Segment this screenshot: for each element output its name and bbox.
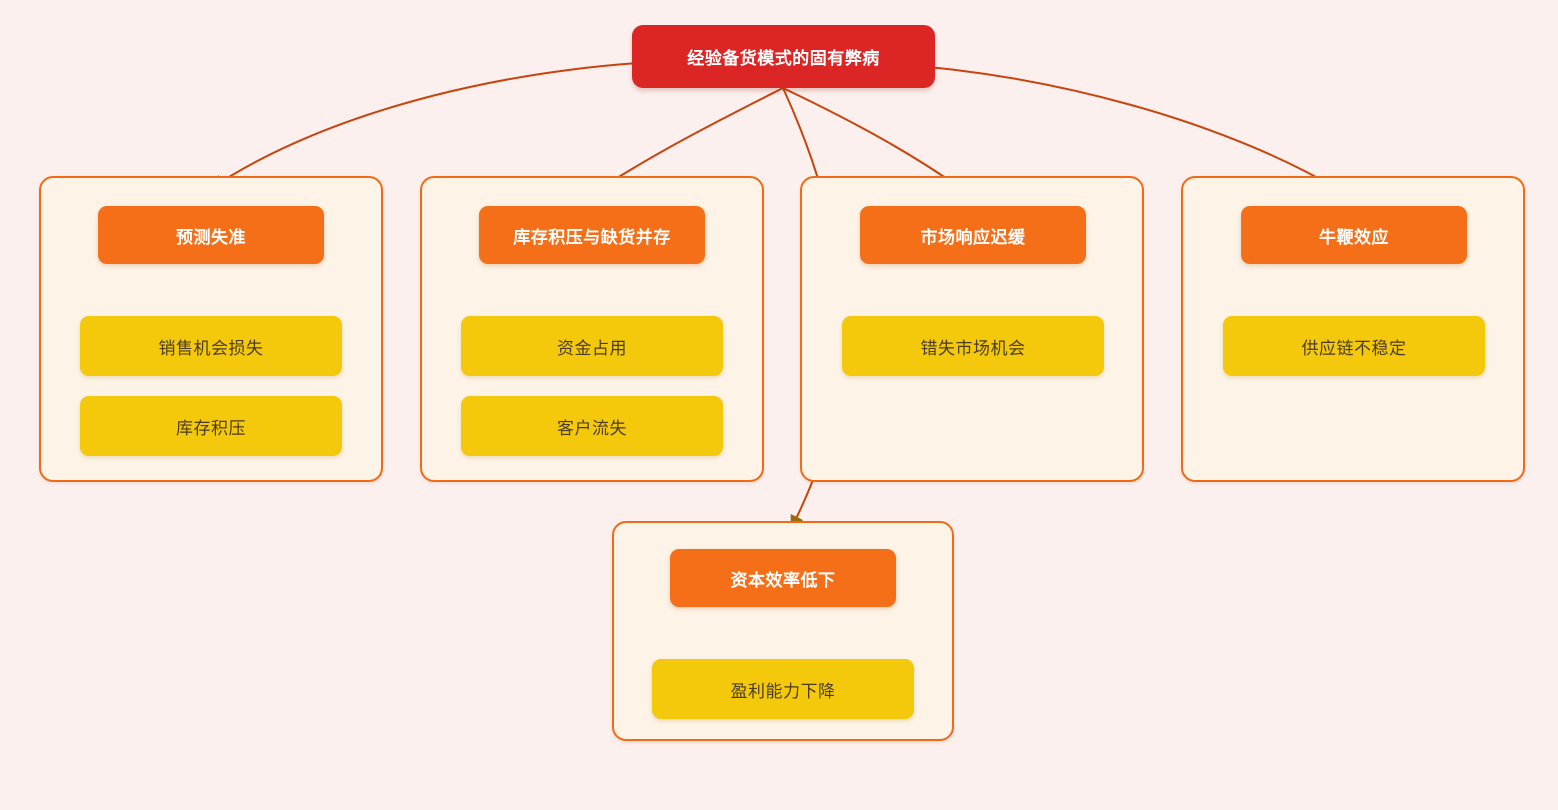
node-branch[interactable]: 资本效率低下 [670,549,896,607]
node-branch[interactable]: 库存积压与缺货并存 [479,206,705,264]
node-leaf[interactable]: 供应链不稳定 [1223,316,1485,376]
node-leaf[interactable]: 资金占用 [461,316,723,376]
edge-root-market [782,87,966,192]
edge-root-inventory [595,87,784,192]
node-leaf[interactable]: 客户流失 [461,396,723,456]
node-root[interactable]: 经验备货模式的固有弊病 [632,25,935,88]
node-branch[interactable]: 市场响应迟缓 [860,206,1086,264]
node-branch[interactable]: 牛鞭效应 [1241,206,1467,264]
node-leaf[interactable]: 盈利能力下降 [652,659,914,719]
node-branch[interactable]: 预测失准 [98,206,324,264]
node-leaf[interactable]: 销售机会损失 [80,316,342,376]
node-leaf[interactable]: 库存积压 [80,396,342,456]
node-leaf[interactable]: 错失市场机会 [842,316,1104,376]
